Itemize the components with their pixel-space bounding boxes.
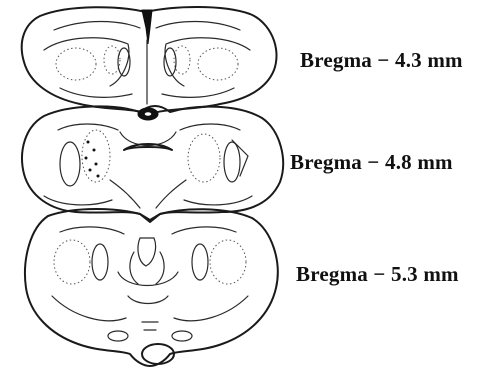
brain-section-2 (22, 106, 283, 220)
section-3-outline (25, 209, 278, 366)
brain-section-3 (25, 209, 278, 366)
section-3-label: Bregma − 5.3 mm (296, 262, 459, 287)
brain-section-1 (22, 7, 277, 114)
section-1-aqueduct (142, 10, 152, 44)
section-2-dotted-region (85, 141, 100, 178)
section-1-label: Bregma − 4.3 mm (300, 48, 463, 73)
section-2-label: Bregma − 4.8 mm (290, 150, 453, 175)
